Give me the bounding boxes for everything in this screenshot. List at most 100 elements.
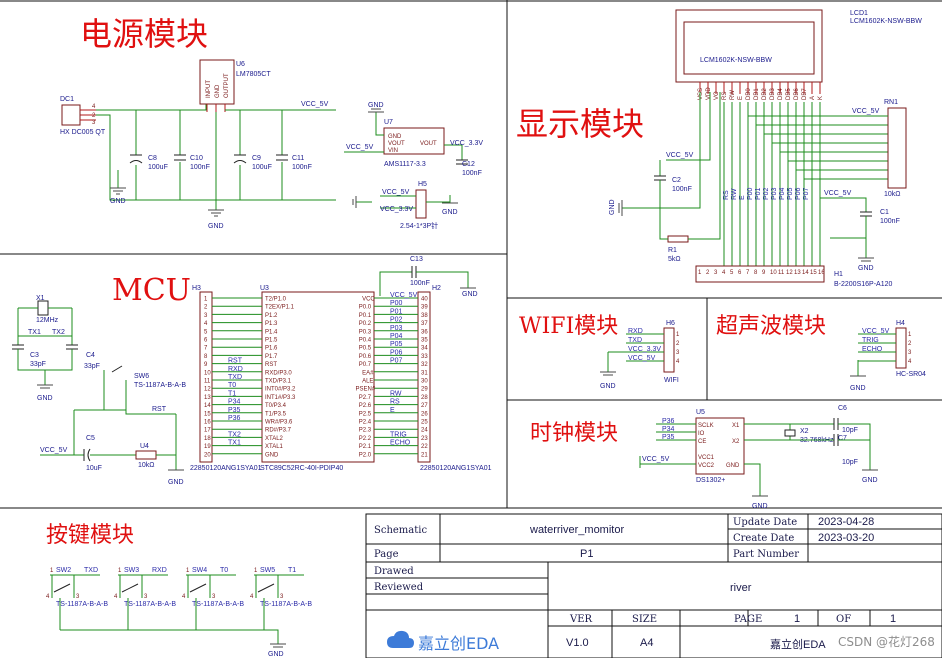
h3-pin-number: 8 <box>204 354 208 360</box>
h1-net-label: P01 <box>755 187 762 200</box>
u3-right-pin-label: P2.1 <box>359 444 372 450</box>
c13-ref: C13 <box>410 256 423 263</box>
tb-drawed-label: Drawed <box>374 566 414 577</box>
h3-pin-number: 12 <box>204 387 211 393</box>
u3-left-net-label: T1 <box>228 390 236 397</box>
h2-pin-number: 33 <box>421 354 428 360</box>
c1-val: 100nF <box>880 218 900 225</box>
u3-right-pin-label: P0.1 <box>359 313 372 319</box>
c7-ref: C7 <box>838 435 847 442</box>
h3-pin-number: 1 <box>204 297 208 303</box>
h3-pin-number: 11 <box>204 379 211 385</box>
u3-left-pin-label: P1.6 <box>265 346 278 352</box>
lcd-pin-label: DB2 <box>762 88 768 100</box>
x2-crystal <box>784 429 796 437</box>
h3-pin-number: 2 <box>204 305 208 311</box>
u3-left-pin-label: RST <box>265 362 277 368</box>
u3-right-net-label: P07 <box>390 358 403 365</box>
logo-text: 嘉立创EDA <box>418 634 499 653</box>
tb-create-val: 2023-03-20 <box>818 532 874 544</box>
key-pin-1: 1 <box>254 568 258 574</box>
u3-right-pin-label: EA# <box>362 370 374 376</box>
c7-val: 10pF <box>842 459 858 466</box>
power-gnd-label-2: GND <box>208 223 224 230</box>
clock-net-label: P35 <box>662 434 675 441</box>
h1-net-label: RS <box>723 190 730 200</box>
rn1-vcc5-label: VCC_5V <box>852 108 880 115</box>
h3-pin-number: 16 <box>204 420 211 426</box>
u7-vin-label: VCC_5V <box>346 144 374 151</box>
clock-net-label: P34 <box>662 426 675 433</box>
u3-left-net-label: RST <box>228 358 243 365</box>
tb-of-label: OF <box>836 614 851 625</box>
h4-pin-number: 3 <box>908 350 912 356</box>
u3-left-net-label: TX2 <box>228 431 241 438</box>
h2-pin-number: 28 <box>421 395 428 401</box>
h2-pin-number: 22 <box>421 444 428 450</box>
lcd1-screen <box>683 21 815 75</box>
tb-project: waterriver_momitor <box>529 524 624 536</box>
u3-right-net-label: ECHO <box>390 440 411 447</box>
h3-pin-number: 14 <box>204 403 211 409</box>
h2-pin-number: 38 <box>421 313 428 319</box>
c5-val: 10uF <box>86 465 102 472</box>
power-module: DC1 HX DC005 QT 423 U6 LM7805CT INPUT GN… <box>60 59 483 230</box>
u3-right-pin-label: PSEN# <box>356 387 376 393</box>
c11-val: 100nF <box>292 164 312 171</box>
wifi-net-label: TXD <box>628 337 642 344</box>
key-net: RXD <box>152 567 167 574</box>
key-pin-1: 1 <box>186 568 190 574</box>
tb-create-label: Create Date <box>733 533 794 544</box>
u3-right-pin-label: P0.4 <box>359 338 372 344</box>
c4-ref: C4 <box>86 352 95 359</box>
h2-pin-number: 30 <box>421 379 428 385</box>
u3-left-pin-label: XTAL2 <box>265 436 284 442</box>
u3-part: STC89C52RC-40I-PDIP40 <box>260 465 343 472</box>
ultrasonic-net-label: TRIG <box>862 337 879 344</box>
tb-size-label: SIZE <box>632 614 657 625</box>
c4-val: 33pF <box>84 363 100 370</box>
x1-val: 12MHz <box>36 317 59 324</box>
h2-pin-number: 24 <box>421 428 428 434</box>
lcd-pin-label: E <box>738 96 744 100</box>
u3-right-net-label: P03 <box>390 325 403 332</box>
lcd1-ref: LCD1 <box>850 10 868 17</box>
h4-pin-number: 2 <box>908 341 912 347</box>
lcd1-outline <box>675 9 823 83</box>
key-net: T1 <box>288 567 296 574</box>
c1-vcc5-label: VCC_5V <box>824 190 852 197</box>
power-vcc5-label: VCC_5V <box>301 101 329 108</box>
h5-part: 2.54-1*3P针 <box>400 221 438 230</box>
lcd-pin-label: DB0 <box>746 88 752 100</box>
lcd-pin-label: RS <box>722 92 728 100</box>
h3-pin-number: 17 <box>204 428 211 434</box>
u3-right-pin-label: P0.2 <box>359 321 372 327</box>
h3-pin-number: 15 <box>204 411 211 417</box>
u5-pin-vcc1: VCC1 <box>698 455 715 461</box>
h1-net-label: P02 <box>763 187 770 200</box>
h1-net-label: P06 <box>795 187 802 200</box>
tb-page-num: 1 <box>794 613 800 625</box>
key-pin-4: 4 <box>114 594 118 600</box>
u7-pin-vout: VOUT <box>388 141 405 147</box>
u3-left-net-label: TXD <box>228 374 242 381</box>
c2-val: 100nF <box>672 186 692 193</box>
c10-val: 100nF <box>190 164 210 171</box>
u3-right-net-label: P06 <box>390 349 403 356</box>
h1-net-label: RW <box>731 188 738 200</box>
u4-val: 10kΩ <box>138 462 155 469</box>
csdn-watermark: CSDN @花灯268 <box>838 634 935 649</box>
u3-left-net-label: P35 <box>228 407 241 414</box>
display-gnd-label-1: GND <box>609 199 616 215</box>
u3-left-pin-label: P1.4 <box>265 329 278 335</box>
h1-connector <box>695 265 825 283</box>
u3-right-net-label: P05 <box>390 341 403 348</box>
h2-pin-number: 40 <box>421 297 428 303</box>
h4-ref: H4 <box>896 320 905 327</box>
